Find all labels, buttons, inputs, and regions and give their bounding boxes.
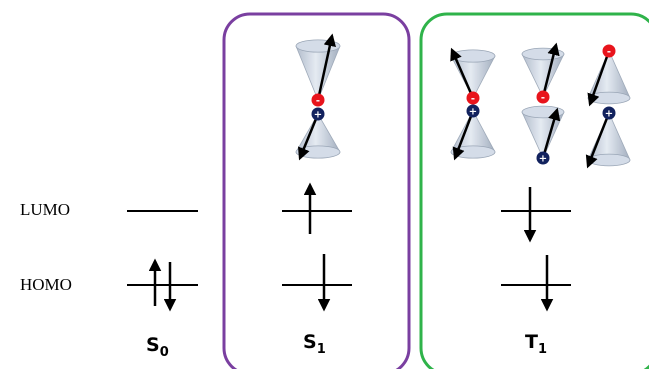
t1-a-hole-charge-dot: [466, 104, 480, 118]
t1-a-electron-cone: [450, 47, 496, 99]
t1-b-hole-charge-dot: [536, 151, 550, 165]
t1-state-label: T1: [525, 331, 548, 357]
triplet-box: [419, 12, 649, 374]
t1-orbitals: [501, 187, 571, 312]
t1-a-electron-cone-spin-vector: [450, 47, 475, 99]
t1-b-hole-cone-body: [521, 111, 565, 159]
s0-state-label: S0: [146, 334, 169, 360]
t1-b-electron-charge-dot: [536, 90, 550, 104]
lumo-label: LUMO: [20, 200, 71, 219]
s1-electron-cone-base: [295, 39, 341, 53]
t1-b-electron-charge-symbol: -: [541, 93, 545, 104]
t1-b-hole-cone-spin-vector: [541, 107, 561, 159]
t1-a-electron-charge-dot: [466, 91, 480, 105]
t1-c-hole-cone-spin-vector: [585, 112, 611, 169]
t1-b-hole-charge-symbol: +: [539, 154, 547, 165]
s1-electron-charge: -: [311, 93, 325, 107]
s0-orbitals: [127, 210, 198, 312]
t1-b-electron-charge: -: [536, 90, 550, 104]
s1-electron-cone: [295, 33, 341, 102]
s1-hole-charge-symbol: +: [314, 110, 322, 121]
t1-c-hole-cone: [585, 112, 631, 169]
s1-electron-charge-symbol: -: [316, 96, 320, 107]
s1-hole-cone: [295, 113, 341, 161]
t1-c-hole-cone-base: [587, 153, 631, 167]
t1-c-hole-charge-symbol: +: [605, 109, 613, 120]
spin-cones: - + - + - + - +: [295, 33, 631, 169]
t1-a-electron-charge-symbol: -: [471, 94, 475, 105]
t1-c-electron-charge-symbol: -: [607, 47, 611, 58]
s1-hole-charge: +: [311, 107, 325, 121]
s1-orbitals: [282, 182, 352, 312]
t1-c-hole-charge: +: [602, 106, 616, 120]
t1-c-electron-charge: -: [602, 44, 616, 58]
s1-hole-cone-spin-vector: [298, 113, 320, 161]
t1-a-electron-charge: -: [466, 91, 480, 105]
s1-electron-cone-spin-vector: [316, 33, 336, 101]
s1-hole-charge-dot: [311, 107, 325, 121]
t1-a-hole-charge: +: [466, 104, 480, 118]
t1-a-hole-cone: [450, 110, 496, 161]
homo-label: HOMO: [20, 275, 72, 294]
s1-state-label: S1: [303, 331, 326, 357]
t1-a-hole-charge-symbol: +: [469, 107, 477, 118]
s1-electron-charge-dot: [311, 93, 325, 107]
s1-electron-cone-body: [295, 45, 341, 102]
t1-a-hole-cone-spin-vector: [452, 110, 475, 161]
t1-b-electron-cone-spin-vector: [541, 42, 560, 98]
t1-b-electron-cone-base: [521, 47, 565, 61]
t1-b-hole-cone: [521, 105, 565, 159]
t1-c-electron-cone-spin-vector: [587, 50, 611, 107]
t1-c-hole-charge-dot: [602, 106, 616, 120]
t1-b-hole-charge: +: [536, 151, 550, 165]
t1-c-electron-cone: [587, 50, 631, 107]
t1-b-electron-cone: [521, 42, 565, 98]
t1-c-electron-charge-dot: [602, 44, 616, 58]
singlet-box: [222, 12, 411, 374]
